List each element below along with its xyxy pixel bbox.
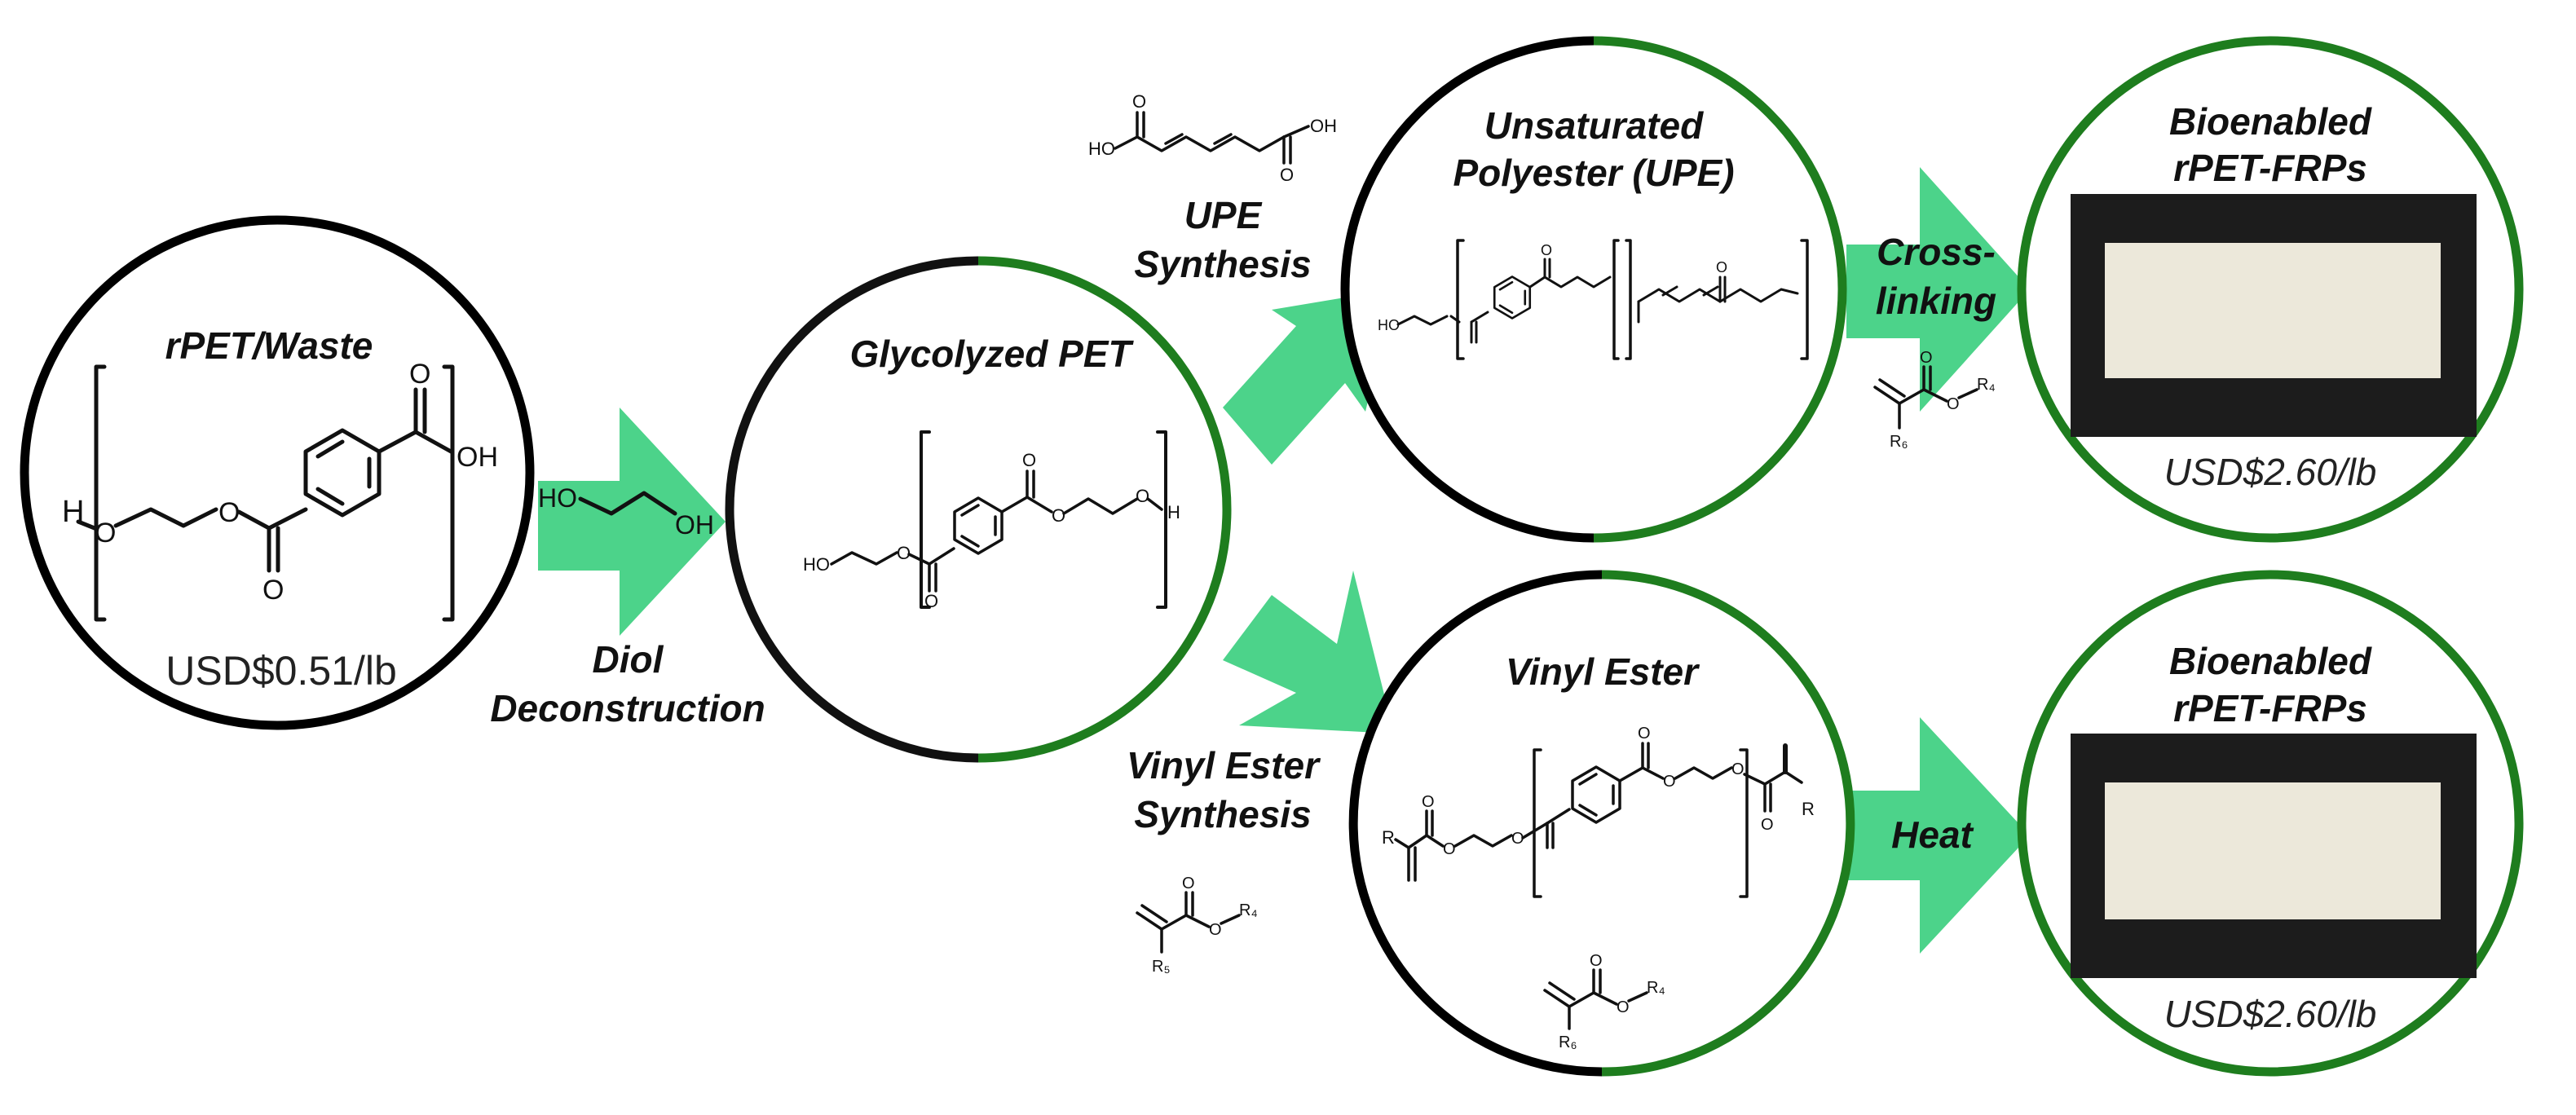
svg-text:R₆: R₆ xyxy=(1559,1033,1577,1051)
glycolyzed-ring-black xyxy=(725,256,983,763)
svg-text:O: O xyxy=(1052,505,1065,526)
vinyl-ring-green xyxy=(1601,570,1855,1077)
svg-text:O: O xyxy=(1182,875,1195,892)
svg-text:O: O xyxy=(1947,395,1960,413)
heat-label: Heat xyxy=(1891,813,1974,856)
svg-text:HO: HO xyxy=(1378,317,1400,333)
upe-title-1: Unsaturated xyxy=(1484,104,1704,147)
svg-text:O: O xyxy=(1638,725,1651,743)
svg-text:O: O xyxy=(1761,816,1774,834)
frp-bottom-price: USD$2.60/lb xyxy=(2164,993,2377,1035)
glycolyzed-ring-green xyxy=(977,256,1232,763)
svg-text:O: O xyxy=(1590,952,1603,970)
svg-text:O: O xyxy=(1663,773,1676,791)
svg-text:O: O xyxy=(1716,259,1727,275)
svg-text:H: H xyxy=(1167,502,1180,522)
ve-synthesis-label-1: Vinyl Ester xyxy=(1127,744,1321,787)
svg-text:O: O xyxy=(897,543,911,563)
svg-text:R: R xyxy=(1382,827,1395,848)
rpet-ring xyxy=(20,215,535,730)
heat-arrow xyxy=(1846,717,2030,954)
upe-synthesis-label-1: UPE xyxy=(1184,194,1263,236)
svg-text:O: O xyxy=(924,591,938,611)
methacrylate-structure-center: R₆ O O R₄ xyxy=(1543,952,1665,1051)
svg-text:HO: HO xyxy=(803,554,830,575)
svg-text:OH: OH xyxy=(675,510,714,540)
methacrylate-structure-top: R₆ O O R₄ xyxy=(1873,349,1996,451)
svg-text:R₄: R₄ xyxy=(1239,901,1258,919)
vinyl-ester-node: Vinyl Ester R O O O O O xyxy=(1348,570,1855,1077)
svg-text:O: O xyxy=(1541,242,1552,258)
upe-ring-green xyxy=(1593,36,1847,543)
crosslinking-label-2: linking xyxy=(1876,280,1996,322)
crosslinking-arrow xyxy=(1846,167,2030,412)
rpet-structure: H O O O O OH xyxy=(62,359,498,622)
frp-bottom-node: Bioenabled rPET-FRPs USD$2.60/lb xyxy=(2017,570,2524,1077)
svg-text:O: O xyxy=(1920,349,1933,367)
svg-text:O: O xyxy=(218,497,240,528)
crosslinking-label-1: Cross- xyxy=(1877,231,1996,273)
glycolyzed-pet-node: Glycolyzed PET HO O O O O O H xyxy=(725,256,1232,763)
svg-text:O: O xyxy=(95,518,116,549)
svg-text:OH: OH xyxy=(1310,116,1337,136)
svg-text:R₆: R₆ xyxy=(1890,433,1908,451)
ethylene-glycol-structure: HO OH xyxy=(538,483,714,540)
frp-bottom-title-2: rPET-FRPs xyxy=(2173,687,2367,729)
vinyl-ester-structure: R O O O O O O xyxy=(1382,725,1815,898)
rpet-waste-node: rPET/Waste H O O O O OH USD$0.51/lb xyxy=(20,215,535,730)
glycolyzed-title: Glycolyzed PET xyxy=(849,333,1134,375)
svg-text:R₄: R₄ xyxy=(1647,979,1665,997)
upe-ring-black xyxy=(1340,36,1595,543)
upe-structure: HO O O xyxy=(1378,239,1809,360)
frp-bottom-title-1: Bioenabled xyxy=(2169,640,2372,682)
diol-label-1: Diol xyxy=(593,638,664,681)
svg-text:O: O xyxy=(1280,165,1294,185)
svg-text:HO: HO xyxy=(1088,139,1115,159)
upe-synthesis-label-2: Synthesis xyxy=(1134,243,1311,285)
svg-text:R₅: R₅ xyxy=(1152,958,1171,976)
muconic-acid-structure: HO O O OH xyxy=(1088,91,1337,185)
ve-synthesis-label-2: Synthesis xyxy=(1134,793,1311,835)
upe-node: Unsaturated Polyester (UPE) HO O xyxy=(1340,36,1847,543)
frp-top-title-1: Bioenabled xyxy=(2169,100,2372,143)
diol-label-2: Deconstruction xyxy=(490,687,765,729)
glycolyzed-structure: HO O O O O O H xyxy=(803,430,1180,611)
rpet-title: rPET/Waste xyxy=(165,324,373,367)
svg-text:O: O xyxy=(1209,921,1222,939)
svg-text:O: O xyxy=(1511,830,1524,848)
svg-text:O: O xyxy=(1422,793,1435,811)
svg-text:O: O xyxy=(1731,760,1745,778)
svg-text:OH: OH xyxy=(457,442,498,473)
svg-text:O: O xyxy=(262,575,284,606)
svg-text:O: O xyxy=(1443,840,1456,858)
svg-text:O: O xyxy=(1132,91,1146,112)
svg-text:O: O xyxy=(1136,486,1149,506)
frp-top-node: Bioenabled rPET-FRPs USD$2.60/lb xyxy=(2017,36,2524,543)
svg-text:O: O xyxy=(1022,450,1036,470)
frp-top-price: USD$2.60/lb xyxy=(2164,451,2377,493)
svg-text:O: O xyxy=(1617,998,1630,1016)
upe-title-2: Polyester (UPE) xyxy=(1453,152,1734,194)
vinyl-ester-title: Vinyl Ester xyxy=(1506,650,1700,693)
svg-text:HO: HO xyxy=(538,483,577,513)
svg-text:O: O xyxy=(409,359,430,390)
vinyl-ring-black xyxy=(1348,570,1603,1077)
rpet-price: USD$0.51/lb xyxy=(165,648,397,694)
frp-bottom-panel xyxy=(2105,782,2441,919)
vinyl-ester-synthesis-arrow xyxy=(1223,571,1394,734)
svg-text:R: R xyxy=(1802,799,1815,819)
frp-top-title-2: rPET-FRPs xyxy=(2173,147,2367,189)
methacrylate-structure-left: R₅ O O R₄ xyxy=(1136,875,1258,976)
frp-top-panel xyxy=(2105,243,2441,378)
diol-deconstruction-arrow xyxy=(538,408,726,636)
svg-text:R₄: R₄ xyxy=(1977,376,1996,394)
